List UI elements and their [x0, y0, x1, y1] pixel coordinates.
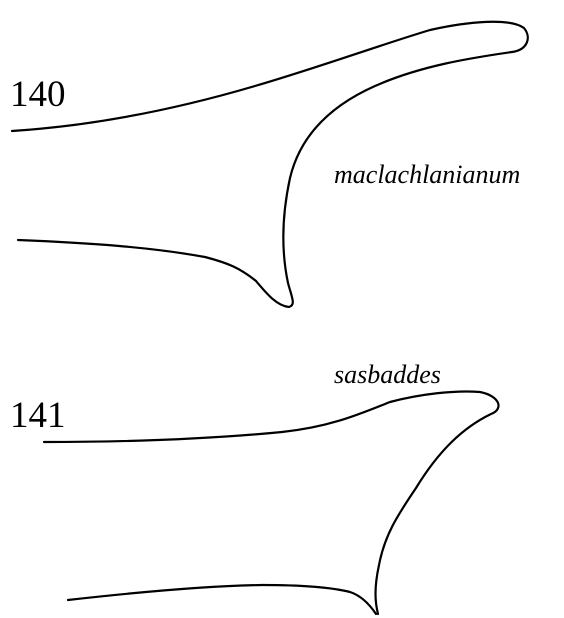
figure-number-141: 141: [10, 395, 66, 436]
figure-141-lower-contour: [66, 583, 378, 616]
figure-140-upper-contour: [10, 20, 529, 309]
figure-140-outline: [10, 20, 529, 309]
figure-number-140: 140: [10, 74, 66, 115]
species-label-141: sasbaddes: [334, 360, 441, 389]
species-label-140: maclachlanianum: [334, 160, 521, 189]
figure-141-upper-contour: [42, 390, 500, 616]
figure-141-outline: [42, 390, 500, 616]
